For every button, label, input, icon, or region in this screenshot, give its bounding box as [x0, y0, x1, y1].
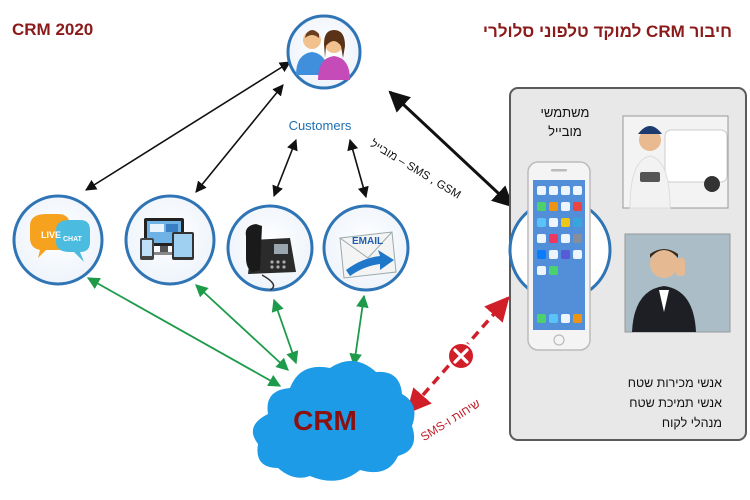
live-text: LIVE — [41, 230, 61, 240]
email-text: EMAIL — [352, 236, 383, 247]
role-support: אנשי תמיכת שטח — [629, 396, 722, 410]
role-account-managers: מנהלי לקוח — [661, 416, 722, 430]
customers-node — [286, 14, 362, 90]
mobile-users-label: משתמשי מובייל — [525, 103, 605, 141]
arrow-crm-phone — [271, 298, 299, 365]
arrow-crm-livechat — [86, 277, 282, 387]
role-sales: אנשי מכירות שטח — [627, 376, 722, 390]
mobile-node — [508, 161, 612, 351]
title-left: CRM 2020 — [12, 20, 94, 39]
customers-people-icon — [296, 30, 350, 80]
customers-label: Customers — [288, 118, 352, 133]
live-chat-node: LIVE CHAT — [12, 194, 104, 286]
field-technician-photo — [622, 115, 729, 209]
blocked-x-icon — [447, 342, 475, 370]
crm-cloud — [252, 360, 415, 481]
live-chat-icon: LIVE CHAT — [30, 214, 90, 262]
title-right: חיבור CRM למוקד טלפוני סלולרי — [482, 22, 732, 41]
mobile-users-line2: מובייל — [548, 124, 582, 139]
email-node: EMAIL — [322, 204, 410, 292]
devices-node — [124, 194, 216, 286]
arrow-crm-devices — [195, 284, 289, 371]
crm-label: CRM — [293, 405, 357, 436]
arrow-customers-devices — [195, 84, 284, 193]
manager-photo — [624, 233, 731, 333]
arrow-customers-livechat — [85, 61, 291, 191]
mobile-users-line1: משתמשי — [540, 105, 590, 120]
arrow-customers-email — [347, 138, 369, 199]
arrow-customers-mobile — [388, 90, 514, 208]
smartphone-icon — [527, 161, 591, 351]
arrow-crm-email — [349, 294, 369, 367]
chat-text: CHAT — [63, 236, 83, 243]
devices-icon — [140, 218, 194, 260]
phone-node — [226, 204, 314, 292]
email-icon: EMAIL — [339, 231, 397, 279]
arrow-customers-phone — [272, 138, 298, 198]
desk-phone-icon — [245, 224, 296, 291]
